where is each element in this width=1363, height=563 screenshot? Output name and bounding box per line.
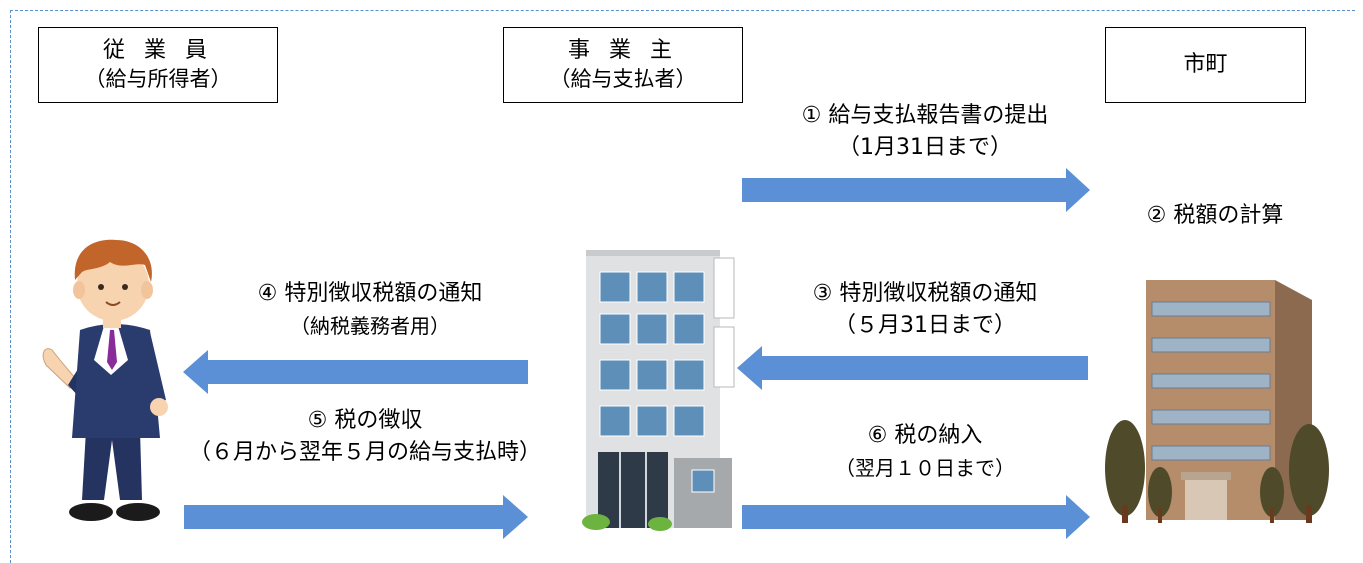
arrow-step1-employer-to-city <box>742 168 1090 212</box>
arrow-step5-employee-to-employer <box>184 495 528 539</box>
employee-box: 従 業 員 （給与所得者） <box>38 27 278 103</box>
step5-label: ⑤ 税の徴収 （６月から翌年５月の給与支払時） <box>150 405 580 469</box>
step2-title: ② 税額の計算 <box>1146 203 1284 228</box>
city-hall-icon <box>1105 280 1329 523</box>
step4-label: ④ 特別徴収税額の通知 （納税義務者用） <box>180 278 560 342</box>
dashed-frame <box>10 10 1355 563</box>
step1-label: ① 給与支払報告書の提出 （1月31日まで） <box>740 100 1110 164</box>
arrow-step4-employer-to-employee <box>183 350 528 394</box>
step2-label: ② 税額の計算 <box>1110 200 1320 232</box>
city-title: 市町 <box>1183 52 1228 77</box>
step5-title: ⑤ 税の徴収 <box>307 408 423 433</box>
step6-title: ⑥ 税の納入 <box>867 423 983 448</box>
employer-box: 事 業 主 （給与支払者） <box>503 27 743 103</box>
step4-subtitle: （納税義務者用） <box>290 314 450 338</box>
step3-title: ③ 特別徴収税額の通知 <box>812 281 1038 306</box>
step3-subtitle: （５月31日まで） <box>834 313 1016 338</box>
office-building-icon <box>582 250 735 531</box>
employer-subtitle: （給与支払者） <box>549 67 697 91</box>
arrow-step3-city-to-employer <box>737 346 1088 390</box>
step1-title: ① 給与支払報告書の提出 <box>801 103 1049 128</box>
employee-subtitle: （給与所得者） <box>84 67 232 91</box>
step5-subtitle: （６月から翌年５月の給与支払時） <box>188 440 541 465</box>
city-box: 市町 <box>1105 27 1306 103</box>
step3-label: ③ 特別徴収税額の通知 （５月31日まで） <box>740 278 1110 342</box>
employee-title: 従 業 員 <box>103 38 213 63</box>
step1-subtitle: （1月31日まで） <box>838 135 1012 160</box>
businessman-icon <box>42 239 168 521</box>
arrow-step6-employer-to-city <box>742 495 1090 539</box>
step6-label: ⑥ 税の納入 （翌月１０日まで） <box>740 420 1110 484</box>
employer-title: 事 業 主 <box>568 38 678 63</box>
step6-subtitle: （翌月１０日まで） <box>835 456 1015 480</box>
step4-title: ④ 特別徴収税額の通知 <box>257 281 483 306</box>
